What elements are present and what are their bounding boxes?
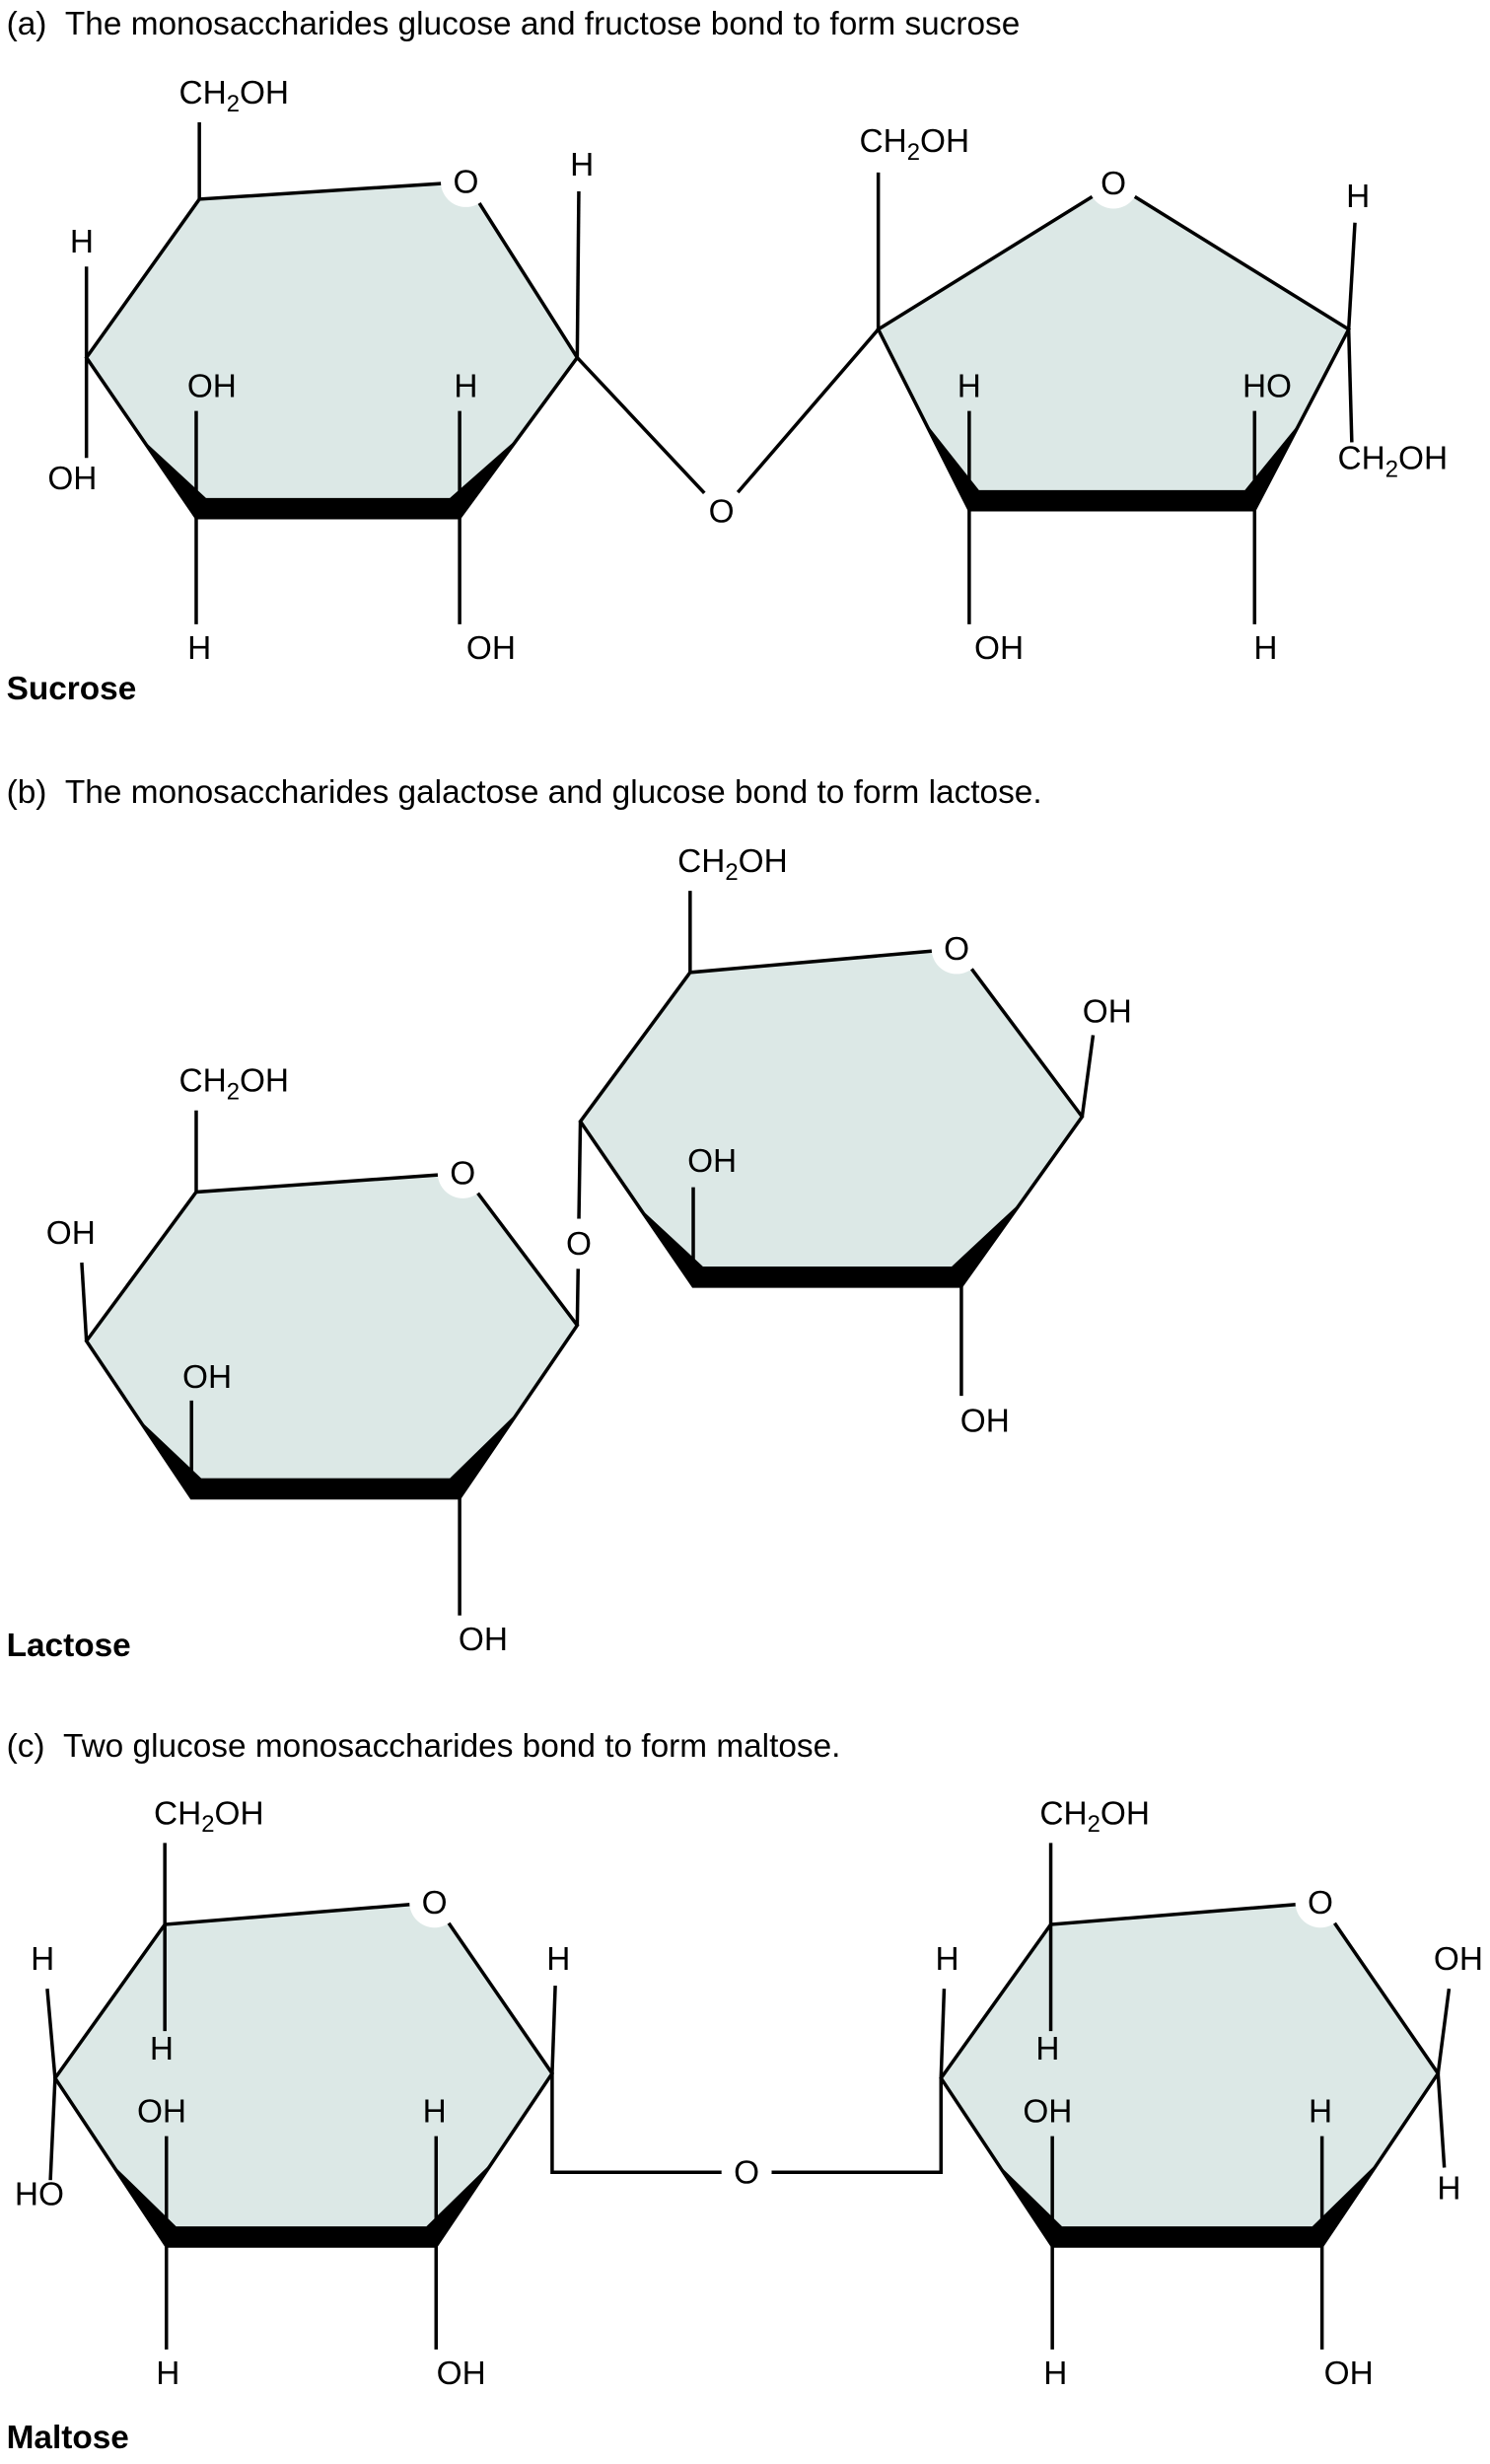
- product-name-sucrose: Sucrose: [7, 671, 137, 707]
- glucose-ring-b: O CH2OH OH OH OH: [578, 843, 1132, 1440]
- oh-label: OH: [687, 1143, 737, 1180]
- bridge-oxygen-label: O: [709, 493, 735, 530]
- h-label: H: [31, 1941, 54, 1978]
- ch2oh-label: CH2OH: [1338, 440, 1449, 482]
- h-label: H: [1035, 2031, 1059, 2067]
- bond: [939, 1989, 947, 2078]
- ch2oh-label: CH2OH: [178, 1063, 289, 1106]
- ring-oxygen-mask: [1295, 1877, 1346, 1928]
- oh-label: OH: [459, 1622, 508, 1658]
- ring-oxygen-mask: [409, 1877, 461, 1928]
- bond-oxygen-mask: [721, 2146, 772, 2198]
- ho-label: HO: [1242, 368, 1292, 404]
- ring-oxygen-label: O: [1308, 1885, 1333, 1921]
- ring-oxygen-mask: [441, 157, 491, 207]
- h-label: H: [958, 368, 981, 404]
- ring-oxygen-mask: [931, 923, 982, 975]
- ring-oxygen-mask: [437, 1147, 488, 1198]
- h-label: H: [156, 2355, 179, 2392]
- h-label: H: [1253, 630, 1277, 667]
- oh-label: OH: [1023, 2093, 1072, 2130]
- ring-oxygen-label: O: [422, 1885, 448, 1921]
- h-label: H: [423, 2093, 447, 2130]
- bond: [45, 1989, 57, 2078]
- oh-label: OH: [466, 630, 516, 667]
- caption-b: (b) The monosaccharides galactose and gl…: [7, 774, 1042, 811]
- ring-oxygen-label: O: [450, 1156, 475, 1193]
- h-label: H: [1309, 2093, 1332, 2130]
- caption-a: (a) The monosaccharides glucose and fruc…: [7, 6, 1021, 42]
- glucose-ring-shape: [939, 1900, 1441, 2248]
- h-label: H: [1043, 2355, 1067, 2392]
- oh-label: OH: [182, 1359, 232, 1396]
- fructose-ring-a: O CH2OH H OH HO H H CH2OH: [860, 123, 1449, 667]
- h-label: H: [546, 1941, 570, 1978]
- h-label: H: [70, 224, 94, 260]
- section-sucrose: (a) The monosaccharides glucose and fruc…: [7, 6, 1449, 707]
- galactose-ring-b: O CH2OH OH OH OH: [46, 1063, 580, 1658]
- ch2oh-label: CH2OH: [1039, 1795, 1150, 1838]
- bond: [1346, 222, 1357, 330]
- ring-oxygen-label: O: [453, 165, 478, 201]
- h-label: H: [150, 2031, 174, 2067]
- oh-label: OH: [137, 2093, 186, 2130]
- bond: [1436, 1988, 1452, 2074]
- bridge-oxygen-label: O: [566, 1226, 592, 1263]
- glucose-ring-c-right: O CH2OH H H OH H OH H H OH: [936, 1795, 1483, 2392]
- h-label: H: [1346, 179, 1370, 215]
- h-label: H: [454, 368, 477, 404]
- h-label: H: [1437, 2170, 1460, 2207]
- caption-c: (c) Two glucose monosaccharides bond to …: [7, 1728, 841, 1765]
- ring-oxygen-label: O: [944, 931, 969, 968]
- ch2oh-label: CH2OH: [860, 123, 970, 166]
- glucose-ring-shape: [84, 180, 580, 520]
- bond: [550, 1985, 557, 2074]
- bond-oxygen-mask: [696, 485, 747, 537]
- h-label: H: [936, 1941, 959, 1978]
- oh-label: OH: [974, 630, 1024, 667]
- oh-label: OH: [47, 461, 97, 497]
- ch2oh-label: CH2OH: [154, 1795, 264, 1838]
- oh-label: OH: [1434, 1941, 1483, 1978]
- glucose-ring-a: O CH2OH H OH OH H H OH H: [47, 75, 594, 667]
- h-label: H: [187, 630, 211, 667]
- glycosidic-bond: [576, 327, 880, 514]
- ring-oxygen-label: O: [1100, 166, 1126, 202]
- product-name-lactose: Lactose: [7, 1628, 131, 1664]
- oh-label: OH: [1324, 2355, 1374, 2392]
- glucose-ring-shape: [578, 947, 1085, 1288]
- oh-label: OH: [1083, 994, 1132, 1031]
- ch2oh-label: CH2OH: [178, 75, 289, 117]
- ring-oxygen-mask: [1088, 158, 1139, 209]
- section-maltose: (c) Two glucose monosaccharides bond to …: [7, 1728, 1483, 2456]
- product-name-maltose: Maltose: [7, 2420, 129, 2456]
- bridge-oxygen-label: O: [734, 2154, 759, 2191]
- bond: [80, 1262, 89, 1341]
- oh-label: OH: [46, 1215, 96, 1252]
- oh-label: OH: [187, 368, 237, 404]
- ho-label: HO: [15, 2177, 64, 2213]
- h-label: H: [570, 147, 594, 183]
- bond: [1346, 328, 1354, 443]
- bond-oxygen-mask: [553, 1218, 604, 1269]
- bond: [1080, 1035, 1096, 1118]
- glucose-ring-c-left: O CH2OH H HO H OH H H H OH: [15, 1795, 570, 2392]
- bond: [48, 2077, 57, 2181]
- glucose-ring-shape: [52, 1900, 555, 2248]
- oh-label: OH: [437, 2355, 486, 2392]
- bond: [1436, 2072, 1447, 2168]
- oh-label: OH: [960, 1404, 1010, 1440]
- bond: [575, 190, 581, 358]
- ch2oh-label: CH2OH: [677, 843, 788, 886]
- section-lactose: (b) The monosaccharides galactose and gl…: [7, 774, 1132, 1664]
